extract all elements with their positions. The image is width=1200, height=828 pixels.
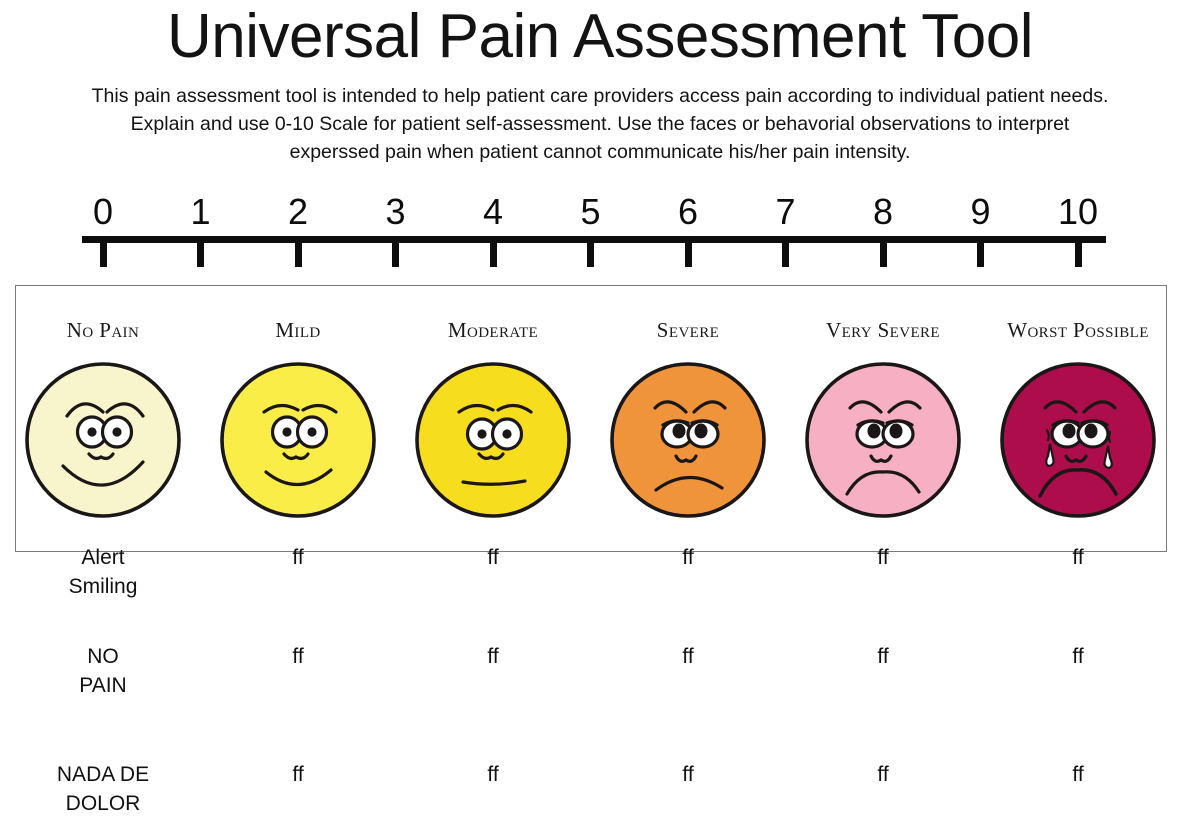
behavior-mark-line-1: f (1072, 645, 1078, 668)
behavior-mark-line-2: f (492, 546, 499, 569)
description-line-1: This pain assessment tool is intended to… (91, 85, 1109, 107)
description-line-2: Explain and use 0-10 Scale for patient s… (130, 113, 1070, 135)
behavior-mark-line-2: f (882, 546, 889, 569)
scale-tick-7 (782, 243, 789, 267)
behavior-mark-line-1: f (877, 546, 883, 569)
behavior-mark: ff (1048, 760, 1108, 789)
behavior-mark-line-1: f (682, 645, 688, 668)
behavior-mark-line-2: f (1077, 763, 1084, 786)
behavior-label-line-2: DOLOR (65, 792, 141, 815)
scale-number-2[interactable]: 2 (287, 191, 309, 232)
page-title: Universal Pain Assessment Tool (166, 2, 1034, 71)
scale-tick-8 (879, 243, 887, 267)
scale-number-9[interactable]: 9 (970, 191, 991, 232)
behavior-mark: ff (463, 760, 523, 789)
behavior-mark: ff (268, 543, 328, 572)
behavior-mark-line-2: f (882, 763, 889, 786)
behavior-mark: ff (658, 642, 718, 671)
behavior-mark-line-2: f (297, 546, 304, 569)
behavior-mark: ff (853, 642, 913, 671)
scale-number-7[interactable]: 7 (775, 191, 796, 232)
scale-tick-10 (1074, 243, 1082, 267)
face-label-mild: Mild (275, 318, 321, 342)
behavior-mark-line-1: f (1072, 546, 1078, 569)
face-label-no-pain: No Pain (66, 318, 140, 342)
behavior-mark: ff (463, 642, 523, 671)
behavior-mark-line-1: f (487, 645, 493, 668)
behavior-mark: ff (658, 760, 718, 789)
scale-number-5[interactable]: 5 (580, 191, 601, 232)
scale-number-10[interactable]: 10 (1057, 191, 1099, 232)
behavior-mark-line-1: f (877, 763, 883, 786)
scale-tick-6 (684, 243, 692, 267)
behavior-mark: ff (268, 642, 328, 671)
scale-tick-0 (99, 243, 107, 267)
behavior-mark-line-2: f (687, 546, 694, 569)
pain-scale: 0 1 2 3 4 5 6 7 8 9 10 (0, 192, 1200, 282)
scale-number-0[interactable]: 0 (92, 191, 114, 232)
scale-number-3[interactable]: 3 (385, 191, 406, 232)
scale-number-1[interactable]: 1 (190, 191, 211, 232)
faces-panel (15, 285, 1167, 552)
scale-number-6[interactable]: 6 (677, 191, 699, 232)
face-label-moderate: Moderate (447, 318, 539, 342)
face-icon-moderate[interactable] (413, 360, 573, 520)
behavior-mark-line-2: f (882, 645, 889, 668)
behavior-mark-line-2: f (297, 763, 304, 786)
face-icon-severe[interactable] (608, 360, 768, 520)
behavior-mark: ff (268, 760, 328, 789)
behavior-mark-line-2: f (1077, 645, 1084, 668)
scale-bar (82, 236, 1106, 243)
behavior-mark-line-2: f (297, 645, 304, 668)
face-icon-very-severe[interactable] (803, 360, 963, 520)
scale-tick-3 (392, 243, 399, 267)
face-icon-mild[interactable] (218, 360, 378, 520)
behavior-label-line-1: NADA DE (56, 763, 150, 786)
face-icon-no-pain[interactable] (23, 360, 183, 520)
behavior-mark: ff (463, 543, 523, 572)
page-description: This pain assessment tool is intended to… (0, 82, 1200, 166)
scale-tick-2 (294, 243, 302, 267)
behavior-mark-line-1: f (292, 763, 298, 786)
scale-tick-4 (489, 243, 497, 267)
behavior-mark: ff (1048, 642, 1108, 671)
description-line-3: experssed pain when patient cannot commu… (289, 141, 911, 163)
face-label-severe: Severe (656, 318, 720, 342)
behavior-mark-line-2: f (492, 763, 499, 786)
behavior-mark: ff (853, 760, 913, 789)
behavior-mark-line-2: f (687, 645, 694, 668)
behavior-mark: ff (1048, 543, 1108, 572)
face-label-very-severe: Very Severe (826, 318, 940, 342)
behavior-label-line-2: PAIN (79, 674, 127, 697)
behavior-mark-line-1: f (877, 645, 883, 668)
behavior-label-line-1: Alert (81, 546, 125, 569)
scale-tick-5 (587, 243, 594, 267)
behavior-mark: ff (658, 543, 718, 572)
face-label-worst-possible: Worst Possible (1007, 318, 1149, 342)
scale-tick-9 (977, 243, 984, 267)
behavior-mark-line-2: f (687, 763, 694, 786)
behavior-label-line-2: Smiling (68, 575, 138, 598)
behavior-mark-line-1: f (682, 546, 688, 569)
behavior-mark: ff (853, 543, 913, 572)
behavior-mark-line-1: f (1072, 763, 1078, 786)
behavior-mark-line-1: f (292, 546, 298, 569)
scale-number-4[interactable]: 4 (482, 191, 504, 232)
face-icon-worst-possible[interactable] (998, 360, 1158, 520)
scale-number-8[interactable]: 8 (872, 191, 894, 232)
scale-tick-1 (197, 243, 204, 267)
behavior-mark-line-1: f (682, 763, 688, 786)
behavior-label-line-1: NO (87, 645, 119, 668)
behavior-mark-line-1: f (292, 645, 298, 668)
behavior-mark-line-1: f (487, 763, 493, 786)
behavior-mark-line-2: f (492, 645, 499, 668)
behavior-mark-line-1: f (487, 546, 493, 569)
behavior-row-label: NO PAIN (3, 642, 203, 700)
behavior-mark-line-2: f (1077, 546, 1084, 569)
behavior-row-label: NADA DE DOLOR (3, 760, 203, 818)
